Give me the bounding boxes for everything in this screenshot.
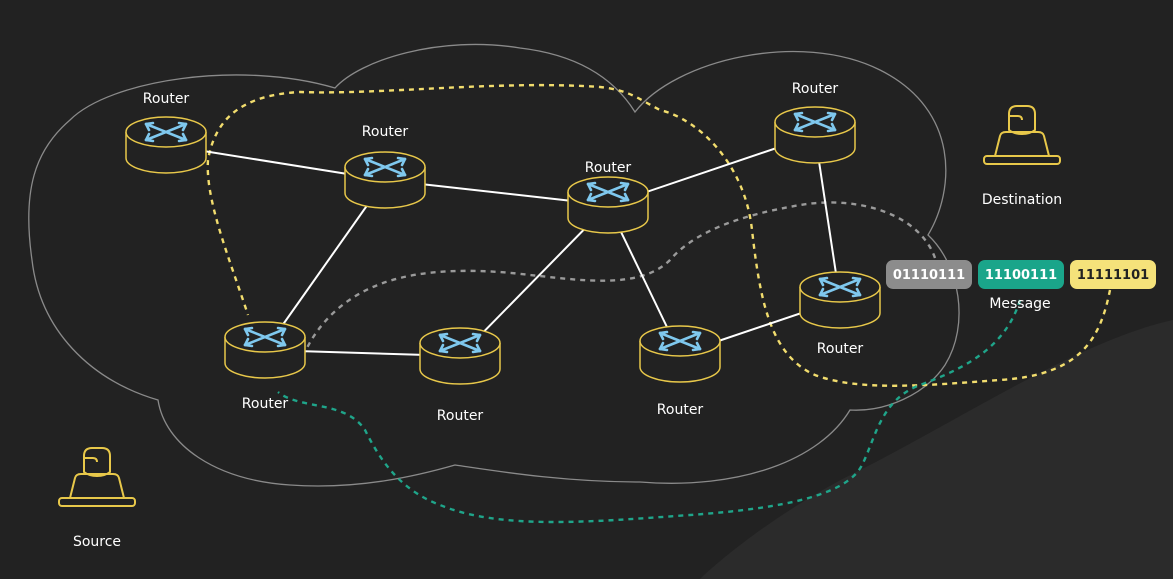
network-cloud-outline: [28, 43, 960, 487]
router-arrows-icon: [243, 326, 287, 348]
person-laptop-icon: [58, 447, 136, 507]
router-label: Router: [143, 91, 190, 107]
router-label: Router: [437, 408, 484, 424]
packet-3-box: [1070, 260, 1156, 289]
path-green: [277, 299, 1022, 524]
message-packets: 01110111 11100111 11111101 Message: [886, 260, 1156, 312]
router-arrows-icon: [818, 276, 862, 298]
router-7: Router: [639, 325, 721, 418]
path-yellow: [206, 83, 1112, 387]
router-arrows-icon: [793, 111, 837, 133]
router-label: Router: [657, 402, 704, 418]
router-label: Router: [585, 160, 632, 176]
message-label: Message: [989, 296, 1050, 312]
router-label: Router: [792, 81, 839, 97]
person-laptop-icon: [983, 105, 1061, 165]
destination-label: Destination: [982, 192, 1062, 208]
router-3: Router: [567, 160, 649, 234]
router-arrows-icon: [144, 121, 188, 143]
router-arrows-icon: [586, 181, 630, 203]
packet-2-box: [978, 260, 1064, 289]
router-1: Router: [125, 91, 207, 174]
router-6: Router: [419, 327, 501, 424]
router-2: Router: [344, 124, 426, 209]
router-arrows-icon: [658, 330, 702, 352]
router-label: Router: [242, 396, 289, 412]
packet-1-box: [886, 260, 972, 289]
packet-1-bits: 01110111: [893, 268, 965, 283]
packet-3-bits: 11111101: [1077, 268, 1149, 283]
router-8: Router: [799, 271, 881, 357]
path-gray: [303, 201, 937, 353]
destination-node: Destination: [982, 105, 1062, 208]
router-label: Router: [362, 124, 409, 140]
source-label: Source: [73, 534, 121, 550]
router-arrows-icon: [438, 332, 482, 354]
router-arrows-icon: [363, 156, 407, 178]
router-4: Router: [774, 81, 856, 164]
packet-2-bits: 11100111: [985, 268, 1057, 283]
source-node: Source: [58, 447, 136, 550]
router-5: Router: [224, 321, 306, 412]
link-r2-r5: [264, 179, 386, 351]
router-label: Router: [817, 341, 864, 357]
background-shape: [700, 320, 1173, 579]
